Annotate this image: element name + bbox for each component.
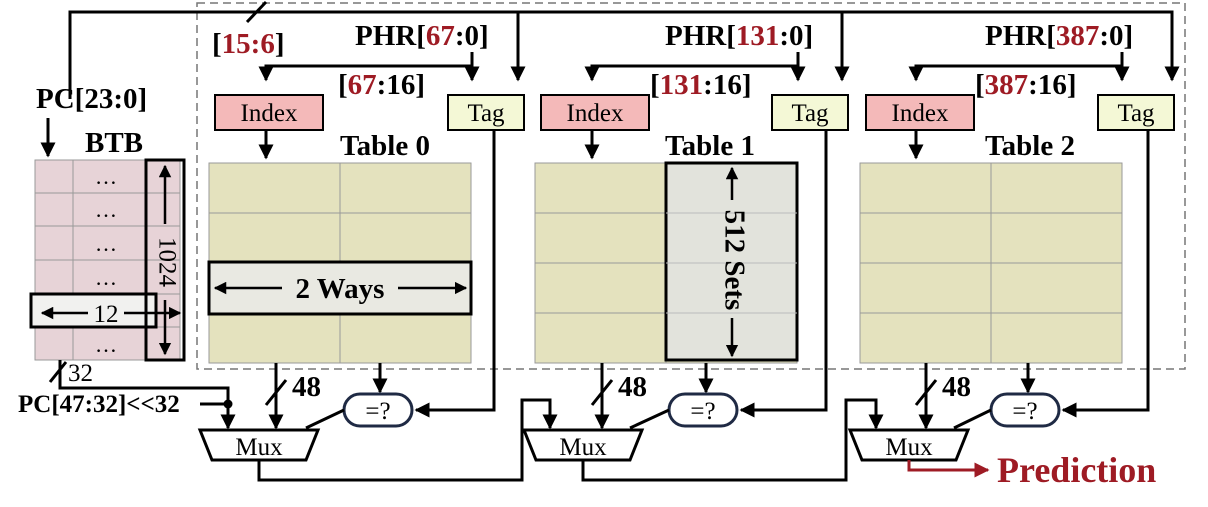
mux-shape — [521, 428, 645, 462]
compare-label: =? — [365, 398, 390, 425]
compare-label: =? — [1012, 398, 1037, 425]
tag-slice-label: [67:16] — [338, 69, 425, 101]
btb-dots: … — [95, 265, 117, 290]
tag-slice-label: [387:16] — [975, 69, 1077, 101]
tag-label: Tag — [1117, 100, 1155, 127]
btb-rows-label: 1024 — [153, 237, 180, 288]
tag-box — [1097, 94, 1175, 131]
tag-label: Tag — [467, 100, 505, 127]
pc-bus — [68, 10, 1180, 99]
index-box — [865, 94, 975, 131]
pc-slice-label: [15:6] — [212, 28, 285, 60]
sets-label: 512 Sets — [718, 210, 750, 311]
index-box — [540, 94, 650, 131]
prediction-arrow — [907, 460, 990, 478]
table-2-group: PHR[387:0] [387:16] Index Tag Table 2 48… — [847, 20, 1175, 462]
ways-label: 2 Ways — [296, 273, 385, 305]
table-1-group: PHR[131:0] [131:16] Index Tag Table 1 51… — [521, 20, 849, 462]
btb-width-label: 12 — [94, 301, 119, 328]
tag-label: Tag — [791, 100, 829, 127]
mux-label: Mux — [235, 434, 283, 461]
btb-dots: … — [95, 164, 117, 189]
mux-shape — [847, 428, 971, 462]
phr-label: PHR[131:0] — [665, 20, 813, 52]
predictor-boundary — [196, 2, 1186, 370]
table-title: Table 2 — [985, 130, 1075, 162]
tag-box — [771, 94, 849, 131]
btb-dots: … — [95, 231, 117, 256]
index-label: Index — [241, 100, 298, 127]
table-title: Table 1 — [665, 130, 755, 162]
bus32-label: 32 — [68, 360, 93, 387]
phr-label: PHR[387:0] — [985, 20, 1133, 52]
btb-dots: … — [95, 332, 117, 357]
table-title: Table 0 — [340, 130, 430, 162]
btb-rows-bracket — [144, 158, 186, 362]
index-box — [214, 94, 324, 131]
mux-shape — [197, 428, 321, 462]
index-label: Index — [892, 100, 949, 127]
bus-width: 48 — [618, 371, 647, 403]
mux-label: Mux — [885, 434, 933, 461]
table-0-group: PHR[67:0] [67:16] Index Tag Table 0 2 Wa… — [197, 20, 525, 462]
tag-slice-label: [131:16] — [650, 69, 752, 101]
bus-width: 48 — [942, 371, 971, 403]
prediction-label: Prediction — [997, 450, 1156, 490]
compare-label: =? — [690, 398, 715, 425]
pc-input-label: PC[23:0] — [36, 83, 147, 115]
btb-title: BTB — [85, 127, 143, 159]
phr-label: PHR[67:0] — [355, 20, 489, 52]
tag-box — [447, 94, 525, 131]
index-label: Index — [567, 100, 624, 127]
bus-width: 48 — [292, 371, 321, 403]
btb-array: … … … … … 12 1024 — [29, 158, 186, 362]
pc-high-label: PC[47:32]<<32 — [18, 391, 180, 418]
btb-dots: … — [95, 197, 117, 222]
mux-label: Mux — [559, 434, 607, 461]
